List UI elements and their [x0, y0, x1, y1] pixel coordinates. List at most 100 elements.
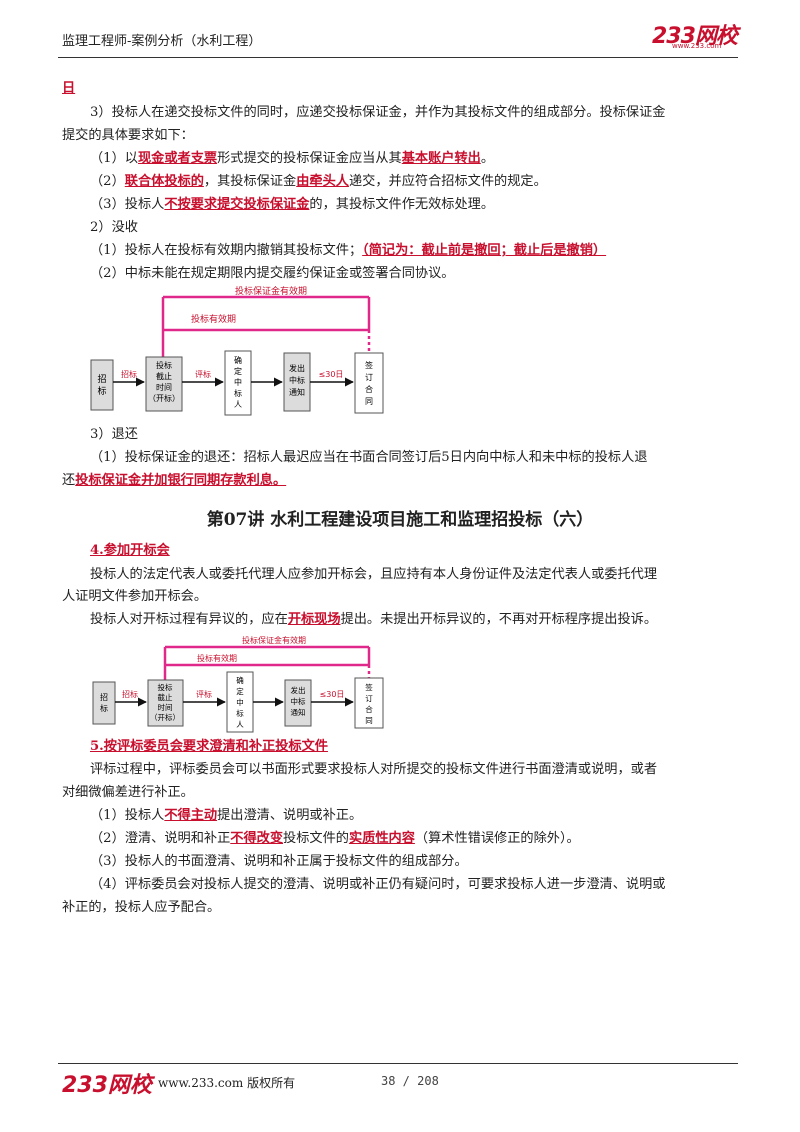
box-contract-line: 同 [365, 716, 373, 725]
box-deadline-line: 投标 [156, 360, 172, 370]
text-line: 3）投标人在递交投标文件的同时，应递交投标保证金，并作为其投标文件的组成部分。投… [90, 105, 666, 120]
box-notice-line: 中标 [289, 375, 305, 385]
brand-logo[interactable]: 233网校 [652, 24, 738, 49]
box-winner-line: 标 [234, 388, 242, 398]
emphasis: 实质性内容 [348, 831, 415, 846]
box-winner-line: 中 [236, 697, 244, 707]
box-contract-line: 签 [365, 682, 373, 692]
arrow-label: 评标 [196, 689, 212, 699]
box-notice-line: 中标 [291, 696, 306, 706]
box-tender [90, 359, 114, 411]
box-contract [354, 677, 384, 729]
brand-logo-url: www.233.com [672, 42, 722, 50]
box-tender-line: 标 [97, 385, 106, 397]
box-notice [283, 352, 311, 412]
box-winner-line: 标 [236, 708, 244, 718]
footer-divider [58, 1063, 738, 1064]
box-notice-line: 通知 [291, 707, 306, 717]
emphasis: 由牵头人 [296, 174, 349, 189]
box-winner-line: 定 [236, 686, 244, 696]
subsection-heading: 4.参加开标会 [90, 543, 170, 558]
header-divider [58, 57, 738, 58]
text-line: 提交的具体要求如下： [62, 128, 194, 143]
text-line: 对细微偏差进行补正。 [62, 785, 194, 800]
box-notice-line: 发出 [289, 363, 305, 373]
box-winner-line: 中 [234, 377, 242, 387]
emphasis: 投标保证金并加银行同期存款利息。 [75, 473, 287, 488]
bond-validity-label: 投标保证金有效期 [235, 285, 307, 297]
box-deadline-line: 截止 [156, 371, 172, 381]
box-winner-line: 人 [236, 720, 244, 729]
emphasis: 不得改变 [230, 831, 284, 846]
box-deadline [145, 356, 183, 412]
box-tender-line: 招 [100, 692, 108, 702]
box-winner-line: 定 [234, 366, 242, 376]
box-notice-line: 发出 [291, 685, 306, 695]
emphasis: 现金或者支票 [137, 151, 218, 166]
text-line: 3）退还 [90, 427, 138, 442]
footer-copyright: www.233.com 版权所有 [158, 1076, 296, 1090]
box-contract-line: 订 [365, 372, 373, 382]
emphasis: 基本账户转出 [401, 151, 481, 166]
box-deadline-line: 截止 [158, 692, 173, 702]
box-contract-line: 合 [365, 704, 373, 714]
box-deadline-line: （开标） [150, 712, 180, 722]
box-contract-line: 同 [365, 397, 373, 406]
box-winner [224, 350, 252, 416]
box-contract-line: 合 [365, 384, 373, 394]
box-winner-line: 确 [234, 355, 242, 365]
box-deadline-line: （开标） [148, 393, 180, 403]
box-notice [284, 679, 312, 727]
text-line: （4）评标委员会对投标人提交的澄清、说明或补正仍有疑问时，可要求投标人进一步澄清… [90, 877, 666, 892]
text-line: （1）投标人在投标有效期内撤销其投标文件；（简记为：截止前是撤回；截止后是撤销） [90, 243, 607, 258]
box-tender-line: 招 [97, 373, 106, 385]
arrow-label: 招标 [121, 369, 137, 379]
emphasis: 不得主动 [164, 808, 218, 823]
text-line: 2）没收 [90, 220, 138, 235]
bid-validity-label: 投标有效期 [191, 313, 236, 325]
box-tender [92, 681, 116, 725]
subsection-heading: 5.按评标委员会要求澄清和补正投标文件 [90, 739, 328, 754]
arrow-label: ≤30日 [320, 690, 345, 699]
box-winner-line: 人 [234, 400, 242, 409]
text-line: 还投标保证金并加银行同期存款利息。 [62, 473, 287, 488]
text-line: （1）投标保证金的退还：招标人最迟应当在书面合同签订后5日内向中标人和未中标的投… [90, 450, 648, 465]
bid-timeline-diagram-2: 投标保证金有效期 投标有效期 招 标 招标 投标 截止 时间 （开标） 评标 确… [92, 635, 384, 733]
text-line: （1）投标人不得主动提出澄清、说明或补正。 [90, 808, 363, 823]
text-line: （3）投标人不按要求提交投标保证金的，其投标文件作无效标处理。 [90, 197, 495, 212]
box-tender-line: 标 [100, 703, 108, 713]
page-number: 38 / 208 [381, 1074, 439, 1088]
bid-timeline-diagram-1: 投标保证金有效期 投标有效期 招 标 招标 投标 截止 时间 （开标） 评标 确… [90, 285, 384, 416]
text-line: 投标人对开标过程有异议的，应在开标现场提出。未提出开标异议的，不再对开标程序提出… [90, 612, 658, 627]
text-line: （2）联合体投标的，其投标保证金由牵头人递交，并应符合招标文件的规定。 [90, 174, 547, 189]
arrow-label: ≤30日 [319, 370, 344, 379]
box-deadline-line: 时间 [158, 702, 173, 712]
text-line: （3）投标人的书面澄清、说明和补正属于投标文件的组成部分。 [90, 854, 468, 869]
footer-logo[interactable]: 233网校 [62, 1073, 152, 1098]
text-line: 补正的，投标人应予配合。 [62, 900, 221, 915]
text-line: 评标过程中，评标委员会可以书面形式要求投标人对所提交的投标文件进行书面澄清或说明… [90, 762, 658, 777]
text-line: （2）中标未能在规定期限内提交履约保证金或签署合同协议。 [90, 266, 455, 281]
text-line: 投标人的法定代表人或委托代理人应参加开标会，且应持有本人身份证件及法定代表人或委… [90, 567, 658, 582]
section-title: 第07讲 水利工程建设项目施工和监理招投标（六） [206, 510, 594, 530]
arrow-label: 招标 [122, 689, 138, 699]
bid-validity-label: 投标有效期 [197, 653, 237, 663]
emphasis: 不按要求提交投标保证金 [164, 197, 310, 212]
text-line: （1）以现金或者支票形式提交的投标保证金应当从其基本账户转出。 [90, 151, 495, 166]
bond-validity-label: 投标保证金有效期 [242, 635, 306, 645]
box-deadline-line: 投标 [158, 682, 173, 692]
box-contract [354, 352, 384, 414]
box-winner-line: 确 [236, 675, 244, 685]
box-contract-line: 签 [365, 360, 373, 370]
box-notice-line: 通知 [289, 387, 305, 397]
box-contract-line: 订 [365, 693, 373, 703]
emphasis: 开标现场 [287, 612, 341, 627]
emphasis: （简记为：截止前是撤回；截止后是撤销） [362, 243, 607, 258]
header-title: 监理工程师-案例分析（水利工程） [62, 34, 262, 49]
text-line: 日 [62, 81, 76, 96]
text-line: 人证明文件参加开标会。 [62, 589, 208, 604]
arrow-label: 评标 [195, 369, 211, 379]
text-line: （2）澄清、说明和补正不得改变投标文件的实质性内容（算术性错误修正的除外）。 [90, 831, 580, 846]
box-deadline-line: 时间 [156, 382, 172, 392]
emphasis: 联合体投标的 [124, 174, 204, 189]
